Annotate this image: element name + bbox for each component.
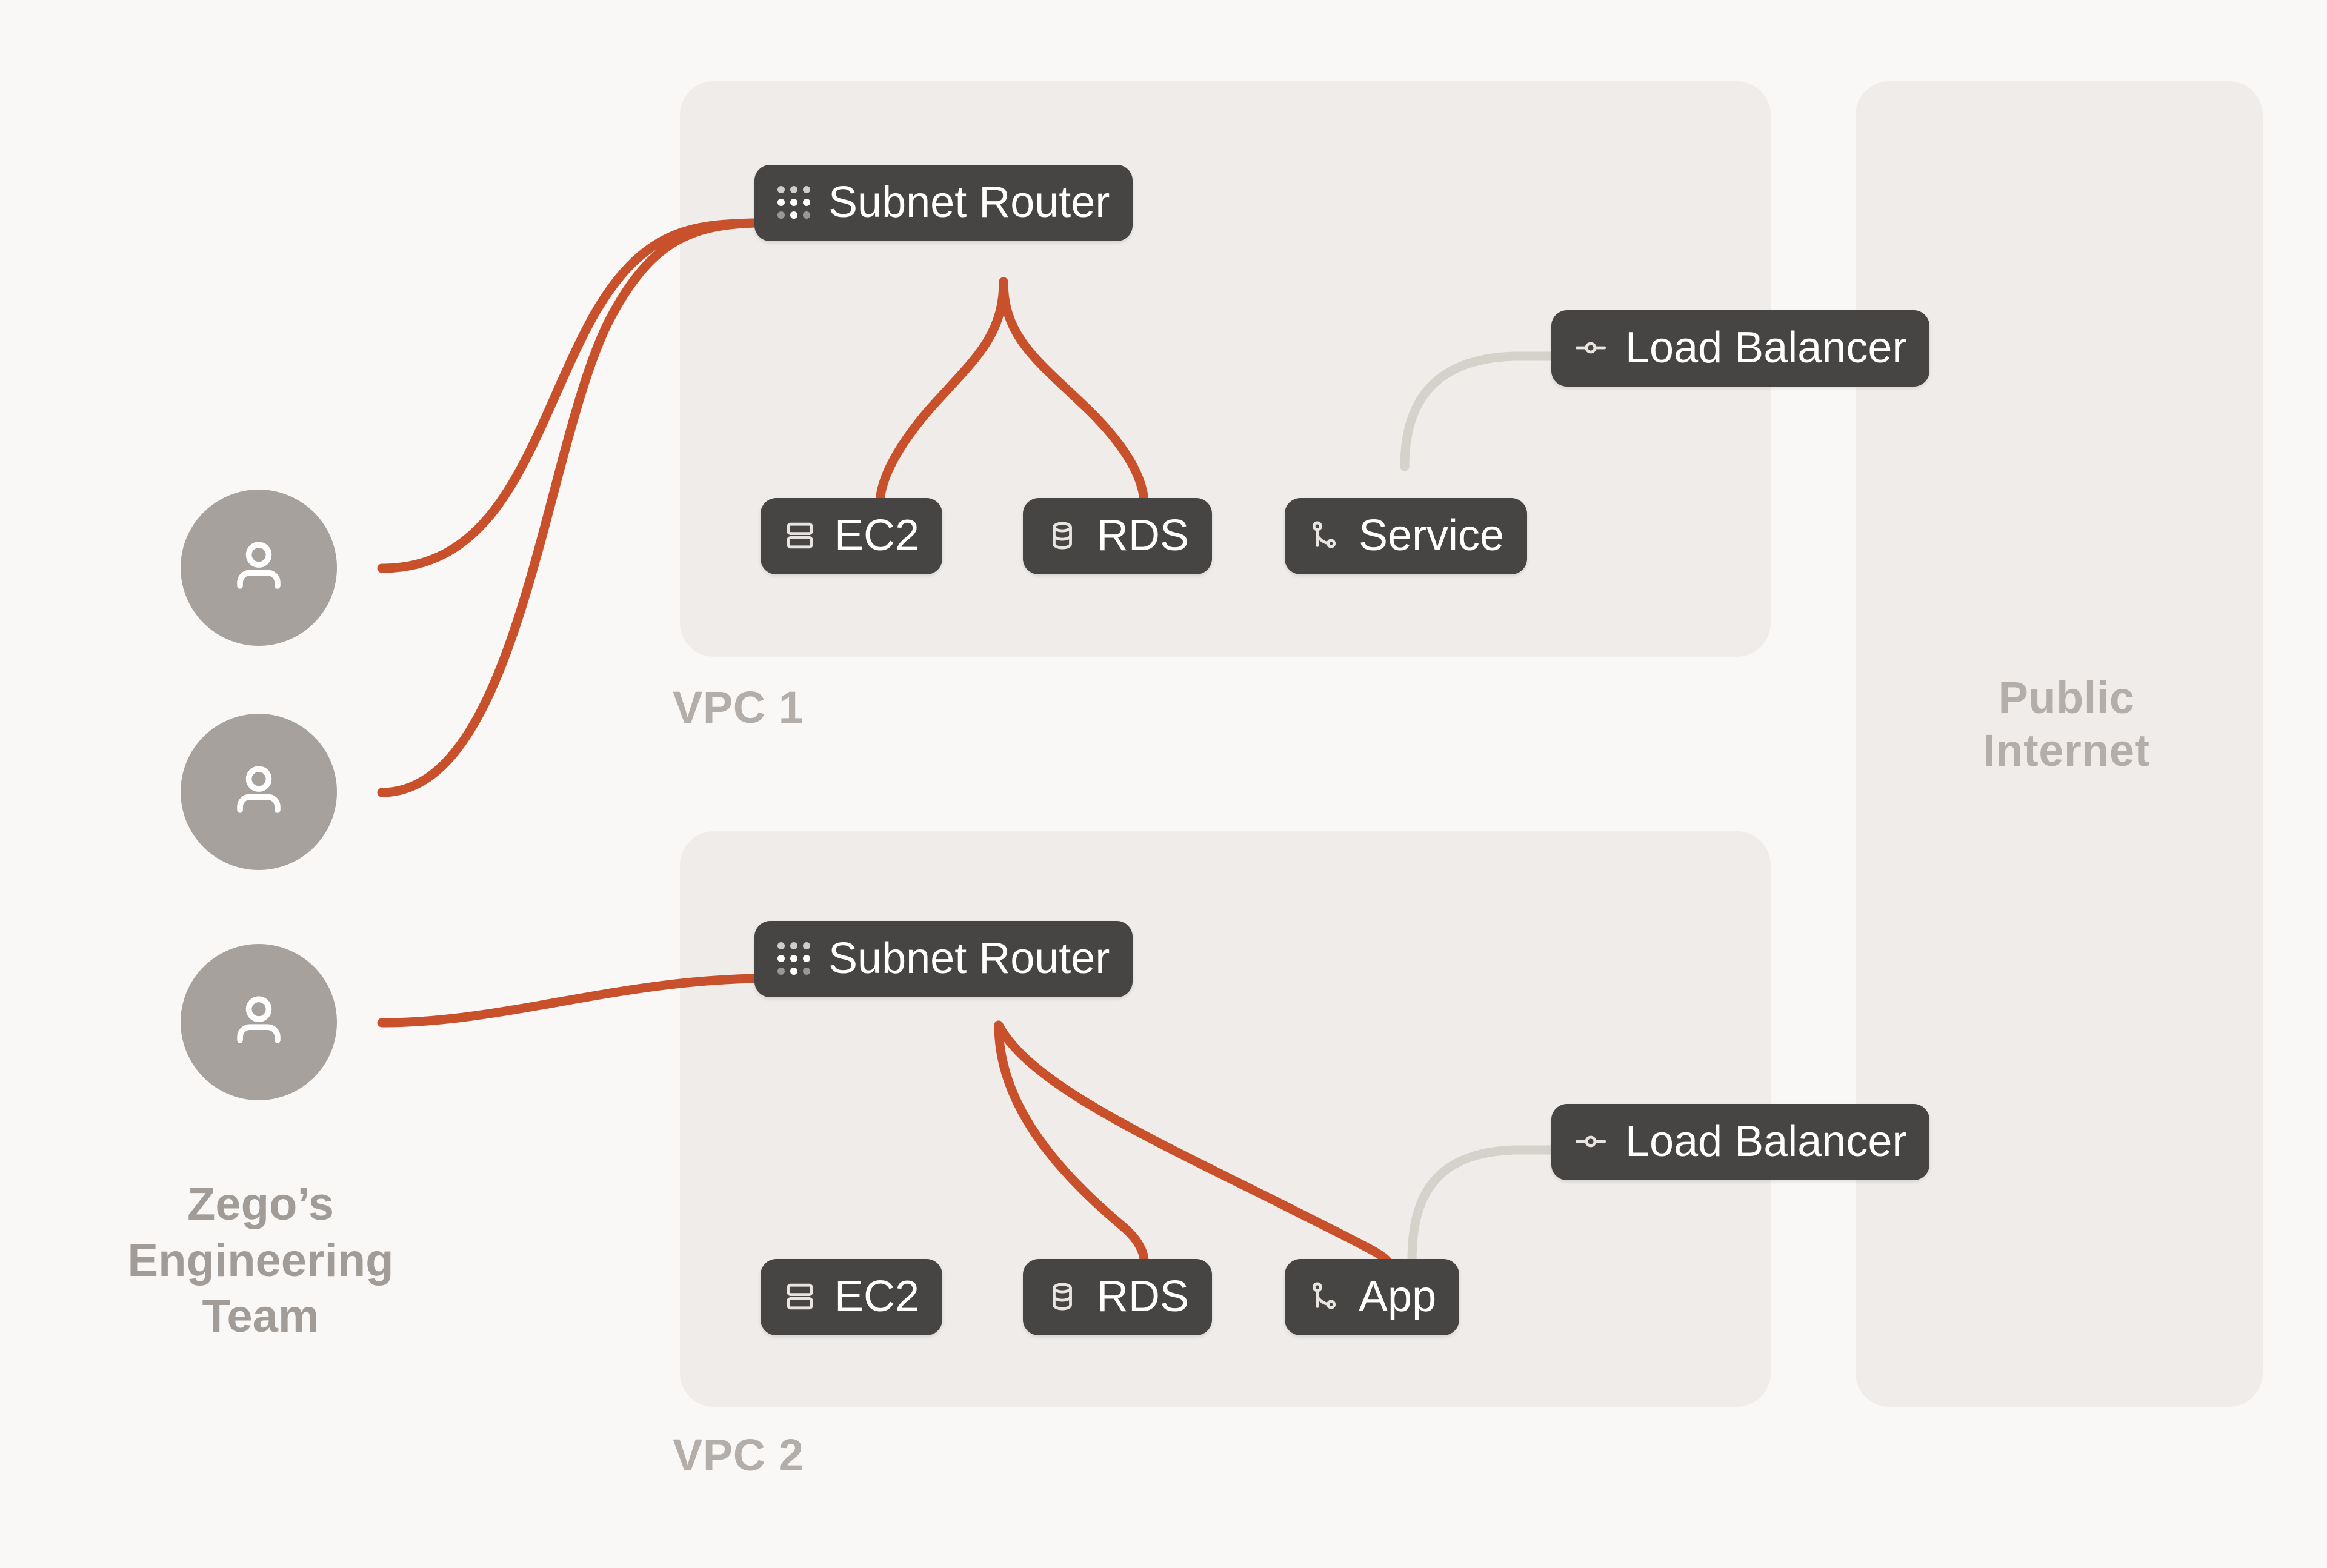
zone-public-internet <box>1856 81 2263 1407</box>
node-label: Service <box>1359 511 1505 560</box>
node-vpc1-ec2[interactable]: EC2 <box>761 498 943 574</box>
dot-grid-icon <box>775 940 813 977</box>
database-icon <box>1044 517 1081 554</box>
avatar-user-3[interactable] <box>181 944 337 1100</box>
node-label: RDS <box>1097 1272 1190 1321</box>
node-vpc2-app[interactable]: App <box>1285 1259 1460 1335</box>
person-icon <box>224 986 294 1059</box>
load-balancer-icon <box>1572 1123 1610 1160</box>
person-icon <box>224 756 294 829</box>
node-label: App <box>1359 1272 1437 1321</box>
node-vpc1-subnet-router[interactable]: Subnet Router <box>754 165 1133 241</box>
node-vpc1-load-balancer[interactable]: Load Balancer <box>1551 310 1930 387</box>
node-vpc1-rds[interactable]: RDS <box>1023 498 1213 574</box>
database-icon <box>1044 1278 1081 1315</box>
node-label: Load Balancer <box>1625 1117 1907 1166</box>
node-label: Subnet Router <box>828 934 1110 983</box>
zone-label-vpc-2: VPC 2 <box>673 1430 804 1480</box>
avatar-user-1[interactable] <box>181 490 337 646</box>
server-stack-icon <box>781 517 819 554</box>
zone-label-vpc-1: VPC 1 <box>673 682 804 733</box>
zone-label-public-internet: Public Internet <box>1983 673 2150 776</box>
avatar-user-2[interactable] <box>181 714 337 870</box>
git-branch-icon <box>1305 1278 1343 1315</box>
load-balancer-icon <box>1572 329 1610 367</box>
node-vpc2-rds[interactable]: RDS <box>1023 1259 1213 1335</box>
node-label: EC2 <box>834 1272 920 1321</box>
node-label: Subnet Router <box>828 178 1110 227</box>
node-vpc2-subnet-router[interactable]: Subnet Router <box>754 921 1133 997</box>
dot-grid-icon <box>775 184 813 221</box>
git-branch-icon <box>1305 517 1343 554</box>
team-label: Zego’s Engineering Team <box>127 1178 394 1343</box>
node-label: RDS <box>1097 511 1190 560</box>
server-stack-icon <box>781 1278 819 1315</box>
person-icon <box>224 531 294 605</box>
node-vpc2-load-balancer[interactable]: Load Balancer <box>1551 1104 1930 1180</box>
node-vpc1-service[interactable]: Service <box>1285 498 1528 574</box>
node-label: EC2 <box>834 511 920 560</box>
node-vpc2-ec2[interactable]: EC2 <box>761 1259 943 1335</box>
node-label: Load Balancer <box>1625 324 1907 372</box>
